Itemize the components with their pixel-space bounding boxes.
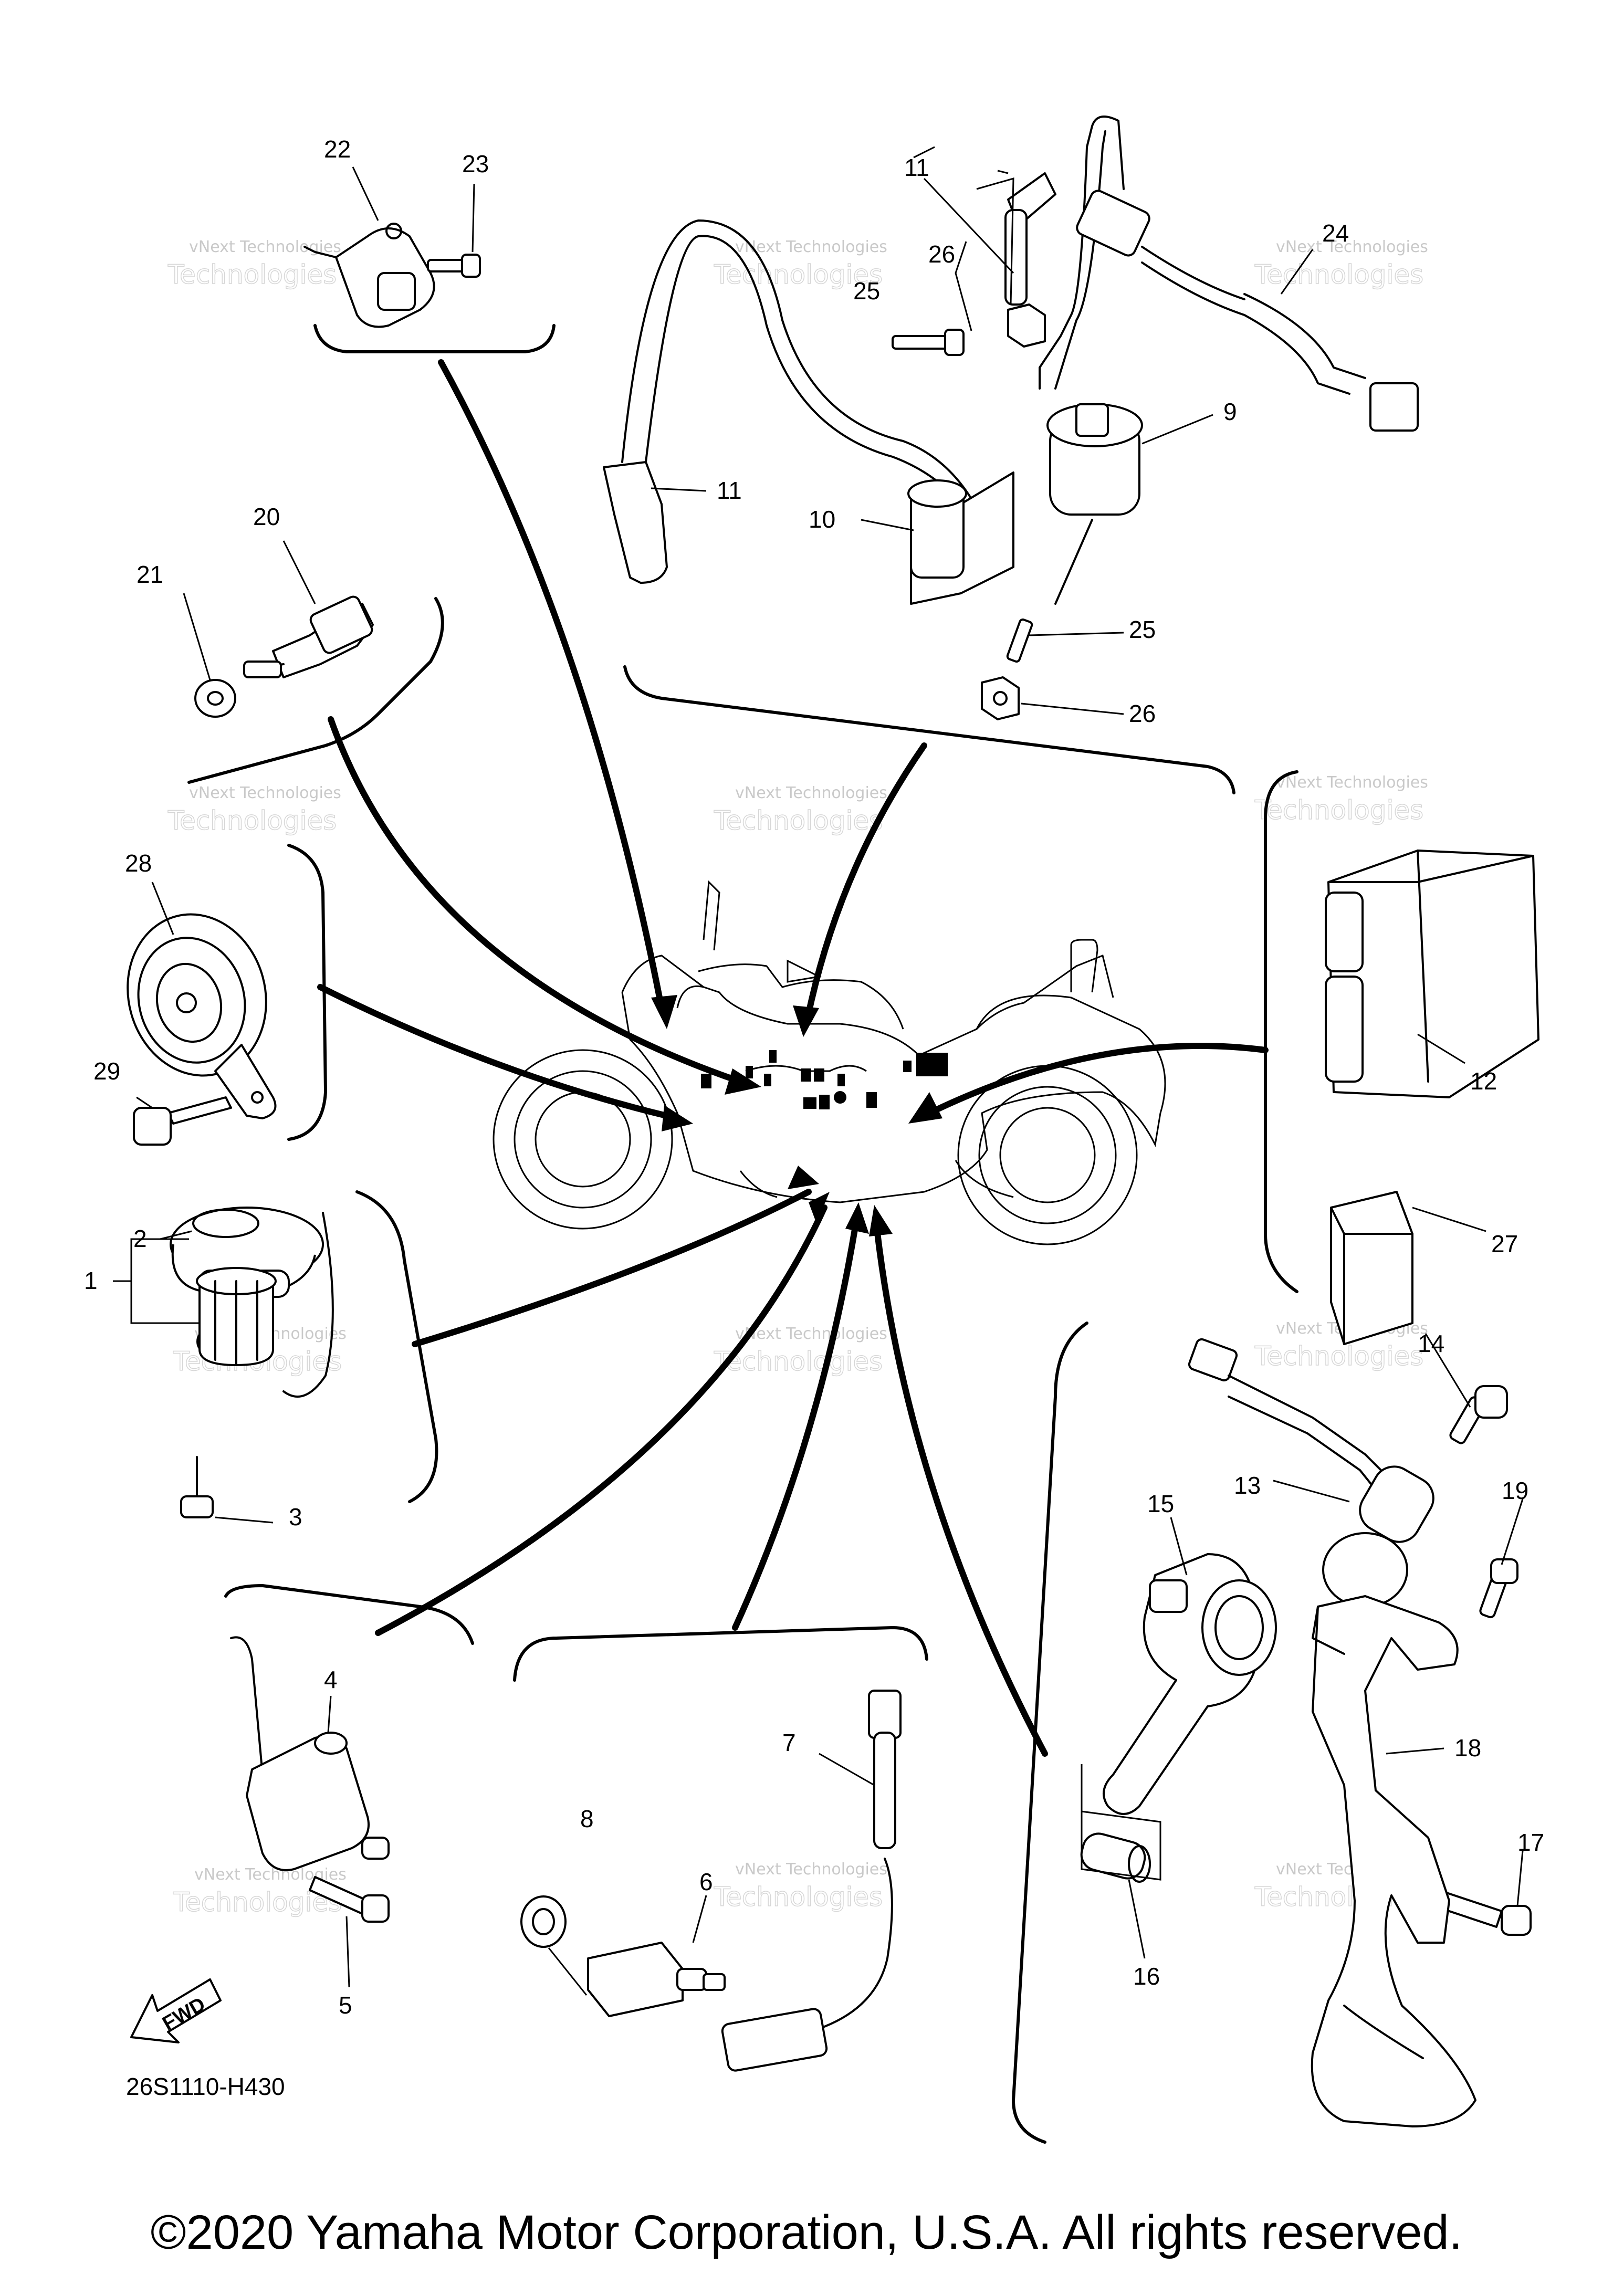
part-17-bolt[interactable] xyxy=(1432,1889,1532,1936)
part-9-ignition-coil[interactable] xyxy=(1046,403,1143,605)
watermark-text: Technologies xyxy=(714,805,883,836)
part-10-ignition-coil[interactable] xyxy=(907,471,1014,605)
callout-9: 9 xyxy=(1223,398,1237,425)
watermark-text: Technologies xyxy=(1254,795,1423,825)
callout-26-top: 26 xyxy=(928,240,955,268)
callout-18: 18 xyxy=(1454,1734,1481,1762)
watermark-text: vNext Technologies xyxy=(735,1860,887,1879)
callout-29: 29 xyxy=(93,1057,120,1085)
part-15-arm[interactable] xyxy=(1103,1553,1277,1815)
part-6-plug[interactable] xyxy=(587,1942,726,2017)
part-5-bolt[interactable] xyxy=(309,1876,390,1923)
callout-12: 12 xyxy=(1470,1067,1497,1095)
callout-26-bottom: 26 xyxy=(1129,700,1156,727)
watermark-text: vNext Technologies xyxy=(1276,238,1428,256)
callout-20: 20 xyxy=(253,503,280,530)
part-7-cable[interactable] xyxy=(721,1690,902,2072)
callout-27: 27 xyxy=(1491,1230,1518,1257)
part-2-o-ring[interactable] xyxy=(192,1209,259,1238)
callout-11-left: 11 xyxy=(717,477,742,504)
watermark-text: vNext Technologies xyxy=(189,784,341,802)
part-8-washer[interactable] xyxy=(520,1895,567,1948)
part-20-temp-sensor[interactable] xyxy=(243,595,374,678)
callout-3: 3 xyxy=(289,1503,302,1530)
callout-28: 28 xyxy=(125,850,152,877)
callouts: 22 23 20 21 28 29 2 1 3 4 5 8 6 7 11 26 … xyxy=(84,135,1544,2019)
motorcycle-silhouette xyxy=(493,880,1166,1245)
callout-2: 2 xyxy=(133,1225,147,1252)
group-brackets xyxy=(187,324,1298,2144)
fwd-arrow-icon: FWD xyxy=(130,1978,222,2043)
part-12-ecu[interactable] xyxy=(1325,850,1539,1098)
callout-19: 19 xyxy=(1502,1477,1528,1504)
part-21-washer[interactable] xyxy=(194,679,236,718)
part-26-nut-bottom[interactable] xyxy=(981,676,1020,720)
part-3-bolt[interactable] xyxy=(180,1456,214,1518)
part-25-bolt-bottom[interactable] xyxy=(1006,618,1033,663)
callout-10: 10 xyxy=(809,506,835,533)
callout-13: 13 xyxy=(1234,1472,1261,1499)
callout-16: 16 xyxy=(1133,1963,1160,1990)
part-23-bolt[interactable] xyxy=(427,254,481,278)
watermark-text: vNext Technologies xyxy=(735,1325,887,1343)
callout-4: 4 xyxy=(324,1666,338,1693)
part-24-harness[interactable] xyxy=(1075,188,1419,432)
watermark-text: Technologies xyxy=(167,259,337,290)
watermark-text: vNext Technologies xyxy=(1276,773,1428,792)
watermark-text: Technologies xyxy=(714,1346,883,1377)
callout-5: 5 xyxy=(339,1991,352,2019)
part-25-bolt-top[interactable] xyxy=(892,329,965,356)
callout-8: 8 xyxy=(580,1805,594,1832)
callout-14: 14 xyxy=(1418,1330,1444,1357)
part-11-lead-left[interactable] xyxy=(603,219,972,584)
part-19-bolt[interactable] xyxy=(1479,1558,1518,1619)
watermark-text: Technologies xyxy=(1254,1341,1423,1371)
part-16-collar[interactable] xyxy=(1078,1830,1151,1883)
part-11-lead-right[interactable] xyxy=(1004,116,1125,390)
callout-7: 7 xyxy=(782,1729,796,1756)
callout-25-bottom: 25 xyxy=(1129,616,1156,643)
watermark-text: Technologies xyxy=(1254,259,1423,290)
callout-24: 24 xyxy=(1322,219,1349,247)
watermark-text: vNext Technologies xyxy=(735,784,887,802)
watermark-text: Technologies xyxy=(714,1882,883,1912)
part-14-bolt[interactable] xyxy=(1449,1385,1508,1444)
callout-15: 15 xyxy=(1147,1490,1174,1517)
watermark-text: Technologies xyxy=(714,259,883,290)
callout-11-top: 11 xyxy=(904,154,929,181)
part-4-fuel-pump[interactable] xyxy=(230,1636,390,1871)
callout-22: 22 xyxy=(324,135,351,163)
part-18-bracket[interactable] xyxy=(1311,1595,1476,2127)
part-27-relay[interactable] xyxy=(1330,1191,1413,1345)
callout-1: 1 xyxy=(84,1267,98,1294)
arrowheads xyxy=(651,995,942,1236)
copyright-footer: ©2020 Yamaha Motor Corporation, U.S.A. A… xyxy=(150,2206,1463,2259)
diagram-code: 26S1110-H430 xyxy=(126,2073,285,2100)
connector-lines xyxy=(317,359,1269,1757)
callout-21: 21 xyxy=(137,561,163,588)
part-13-speed-sensor[interactable] xyxy=(1188,1338,1441,1608)
callout-23: 23 xyxy=(462,150,489,177)
callout-17: 17 xyxy=(1517,1829,1544,1856)
watermark-text: vNext Technologies xyxy=(735,238,887,256)
callout-25-top: 25 xyxy=(853,277,880,305)
part-22-sensor[interactable] xyxy=(303,223,435,328)
part-1-sensor[interactable] xyxy=(170,1207,334,1398)
callout-6: 6 xyxy=(699,1868,713,1895)
part-26-nut-top[interactable] xyxy=(1007,303,1046,348)
leader-lines xyxy=(113,146,1524,1996)
part-28-horn[interactable] xyxy=(110,899,284,1119)
watermark-text: Technologies xyxy=(167,805,337,836)
